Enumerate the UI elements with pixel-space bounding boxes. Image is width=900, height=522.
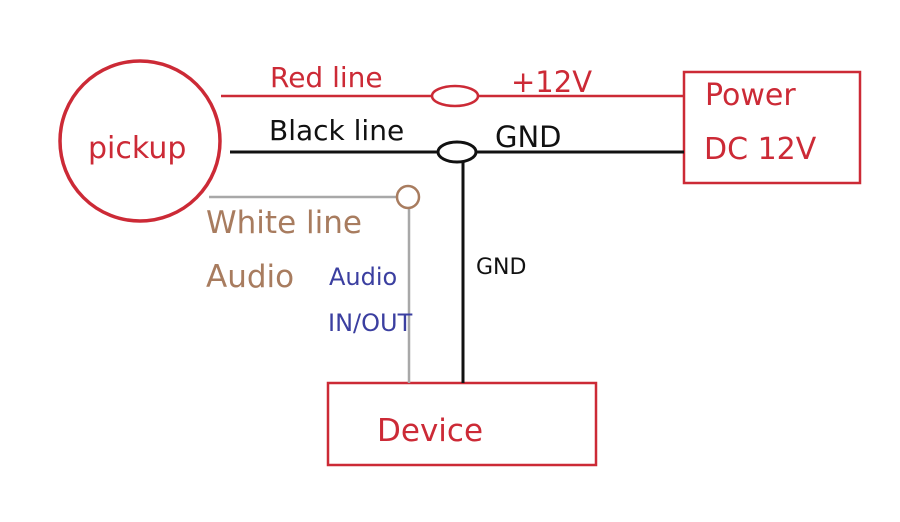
- pickup-label: pickup: [88, 131, 187, 166]
- red-wire-connector: [430, 84, 480, 108]
- power-label: Power: [705, 78, 796, 113]
- white-line-label: White line: [206, 205, 362, 241]
- power-voltage-label: DC 12V: [704, 132, 817, 167]
- pickup-circle: [58, 59, 222, 223]
- gnd-label: GND: [495, 120, 562, 154]
- black-line-label: Black line: [269, 114, 405, 147]
- white-wire-connector: [395, 184, 421, 210]
- audio-in-out-label: IN/OUT: [328, 309, 413, 337]
- audio-label: Audio: [206, 259, 295, 295]
- device-label: Device: [377, 413, 484, 449]
- red-line-label: Red line: [270, 61, 383, 94]
- power-box: [682, 70, 862, 185]
- plus-12v-label: +12V: [511, 65, 593, 99]
- audio-branch-label: Audio: [329, 263, 398, 291]
- gnd-branch-label: GND: [476, 255, 527, 280]
- black-wire-connector: [436, 140, 478, 164]
